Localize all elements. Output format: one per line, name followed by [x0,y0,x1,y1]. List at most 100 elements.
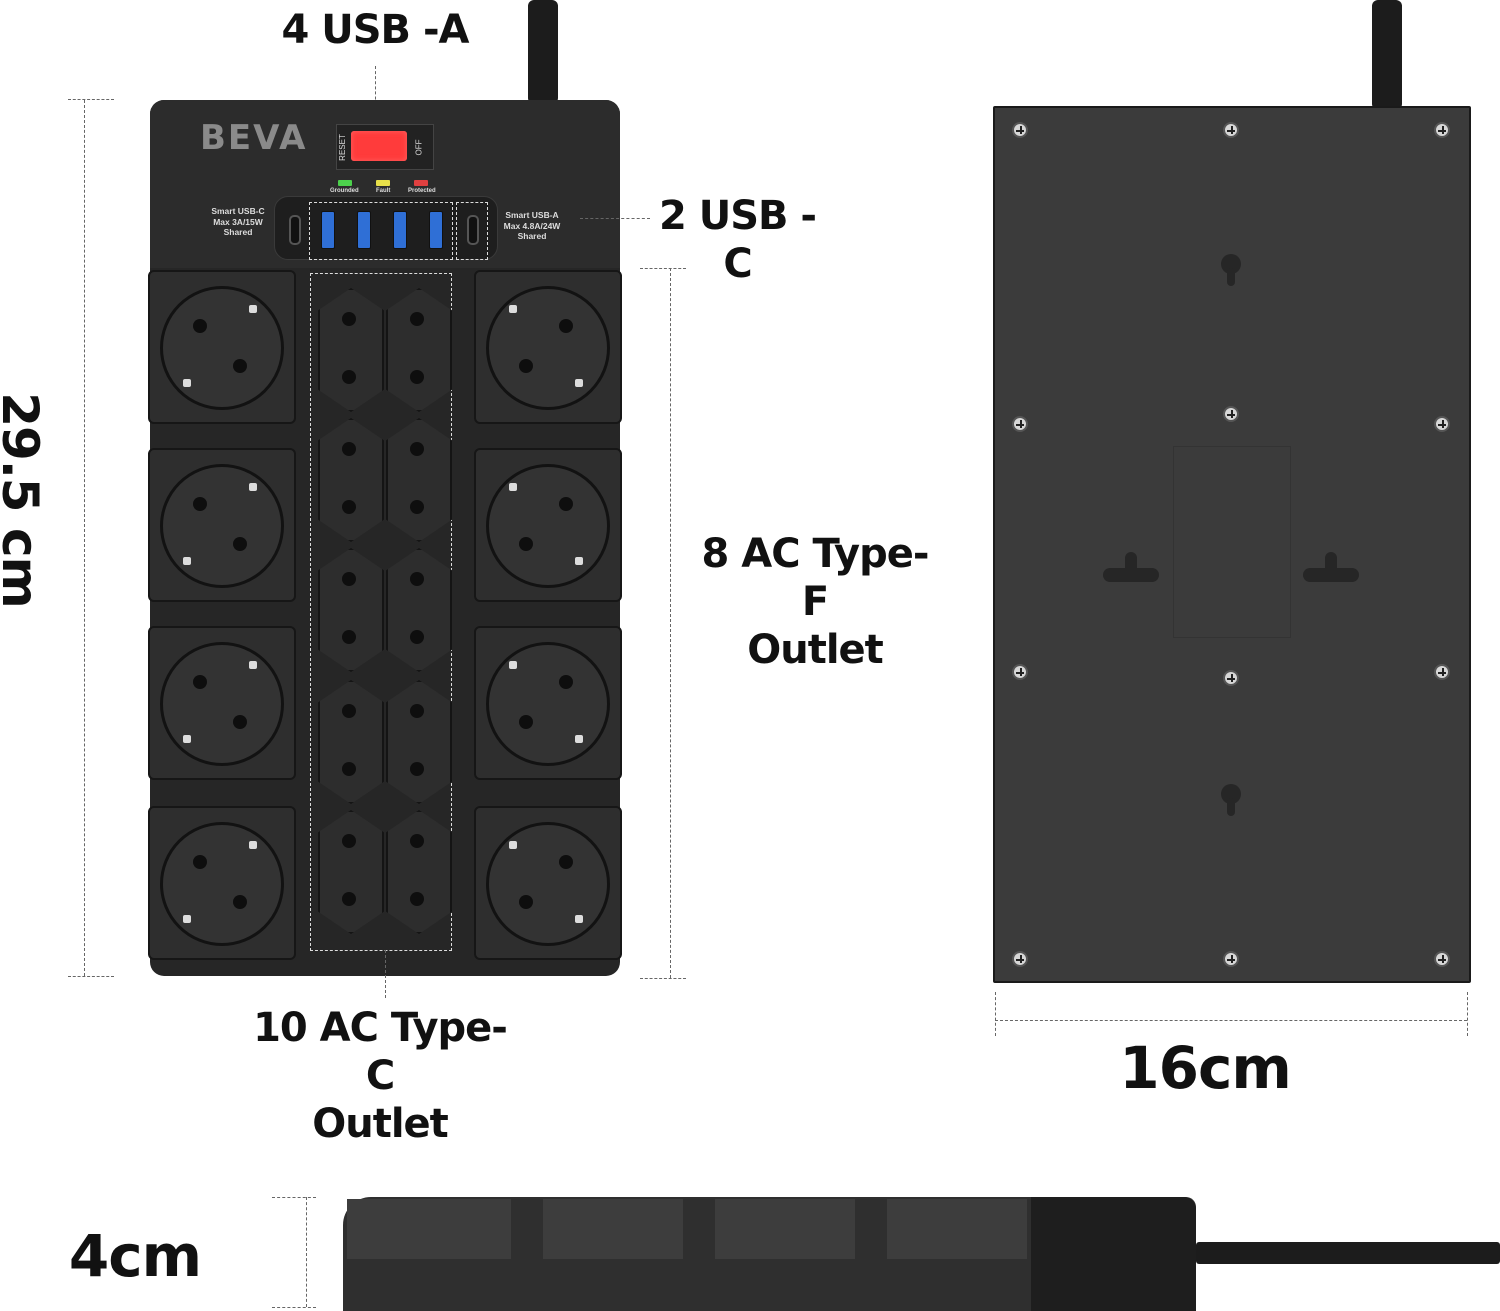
type-f-dimension-bottom [640,978,686,979]
power-strip-back [993,106,1471,983]
type-c-outlet-7[interactable] [318,680,384,804]
side-segment [887,1199,1027,1259]
type-c-outlet-1[interactable] [318,288,384,412]
type-c-label-line2: Outlet [312,1101,449,1147]
usb-a-note: Smart USB-A Max 4.8A/24W Shared [494,210,570,242]
rocker-button[interactable] [351,131,407,161]
switch-off-text: OFF [414,139,424,156]
width-dimension-right [1467,992,1468,1036]
type-f-outlet-3[interactable] [148,626,296,780]
usb-c-note-line2: Max 3A/15W [213,216,263,227]
type-c-outlet-5[interactable] [318,548,384,672]
usb-a-label: 4 USB -A [281,7,469,53]
screw-icon [1434,416,1450,432]
depth-dimension-line [306,1197,307,1307]
keyhole-mount-icon [1221,784,1241,816]
type-c-pointer [385,950,386,998]
type-f-label: 8 AC Type-F Outlet [690,530,940,674]
usb-a-highlight [309,202,453,260]
screw-icon [1012,664,1028,680]
led-fault-label: Fault [376,188,391,194]
side-head [1031,1197,1196,1311]
type-c-outlet-10[interactable] [386,810,452,934]
usb-a-note-line3: Shared [517,231,547,242]
screw-icon [1012,416,1028,432]
usb-a-port-3[interactable] [393,211,407,249]
usb-c-pointer [580,218,650,219]
usb-port-panel [274,196,498,260]
usb-c-note-line1: Smart USB-C [211,206,265,216]
screw-icon [1434,951,1450,967]
screw-icon [1434,122,1450,138]
depth-label: 4cm [68,1222,202,1290]
type-c-outlet-8[interactable] [386,680,452,804]
usb-c-port-2[interactable] [467,215,479,245]
type-f-dimension-top [640,268,686,269]
side-segment [715,1199,855,1259]
type-c-outlet-3[interactable] [318,418,384,542]
screw-icon [1434,664,1450,680]
type-f-outlet-6[interactable] [474,448,622,602]
usb-c-port-1[interactable] [289,215,301,245]
type-c-label: 10 AC Type-C Outlet [240,1004,520,1148]
side-segment [543,1199,683,1259]
power-strip-side [343,1197,1196,1311]
type-c-outlet-4[interactable] [386,418,452,542]
height-dimension-line [84,100,85,976]
screw-icon [1223,670,1239,686]
led-grounded [338,180,352,186]
screw-icon [1012,951,1028,967]
usb-c-note: Smart USB-C Max 3A/15W Shared [200,206,276,238]
type-c-outlet-2[interactable] [386,288,452,412]
height-label: 29.5 cm [0,392,49,608]
brand-logo: BEVA [200,118,308,158]
usb-c-note-line3: Shared [223,227,253,238]
usb-a-note-line2: Max 4.8A/24W [503,220,561,231]
screw-icon [1223,406,1239,422]
type-f-outlet-1[interactable] [148,270,296,424]
type-f-outlet-8[interactable] [474,806,622,960]
power-cord-back [1372,0,1402,110]
power-switch[interactable]: RESET OFF [336,124,434,170]
led-protected-label: Protected [408,188,436,194]
type-f-outlet-5[interactable] [474,270,622,424]
height-dimension-bottom [68,976,114,977]
type-c-label-line1: 10 AC Type-C [253,1005,508,1099]
width-label: 16cm [1119,1034,1292,1102]
wall-mount-slot-icon [1103,552,1159,582]
type-f-outlet-2[interactable] [148,448,296,602]
height-dimension-top [68,99,114,100]
usb-a-note-line1: Smart USB-A [505,210,559,220]
screw-icon [1223,122,1239,138]
width-dimension-left [995,992,996,1036]
type-f-outlet-4[interactable] [148,806,296,960]
screw-icon [1012,122,1028,138]
control-panel: BEVA RESET OFF Grounded Fault Protected … [150,100,620,268]
width-dimension-line [995,1020,1467,1021]
wall-mount-slot-icon [1303,552,1359,582]
usb-c-highlight [456,202,488,260]
type-c-outlet-6[interactable] [386,548,452,672]
usb-a-port-4[interactable] [429,211,443,249]
switch-reset-text: RESET [337,134,347,161]
type-f-label-line2: Outlet [747,627,884,673]
screw-icon [1223,951,1239,967]
label-recess [1173,446,1291,638]
usb-c-label: 2 USB -C [658,193,817,287]
depth-dimension-top [272,1197,316,1198]
power-strip-front: BEVA RESET OFF Grounded Fault Protected … [148,100,622,976]
keyhole-mount-icon [1221,254,1241,286]
power-cord-front [528,0,558,104]
led-grounded-label: Grounded [330,188,359,194]
side-segment [347,1199,511,1259]
type-c-outlet-9[interactable] [318,810,384,934]
power-cord-side [1196,1242,1500,1264]
depth-dimension-bottom [272,1307,316,1308]
usb-a-port-1[interactable] [321,211,335,249]
type-f-dimension-line [670,268,671,978]
led-fault [376,180,390,186]
usb-a-port-2[interactable] [357,211,371,249]
led-protected [414,180,428,186]
type-f-outlet-7[interactable] [474,626,622,780]
type-f-label-line1: 8 AC Type-F [701,531,930,625]
